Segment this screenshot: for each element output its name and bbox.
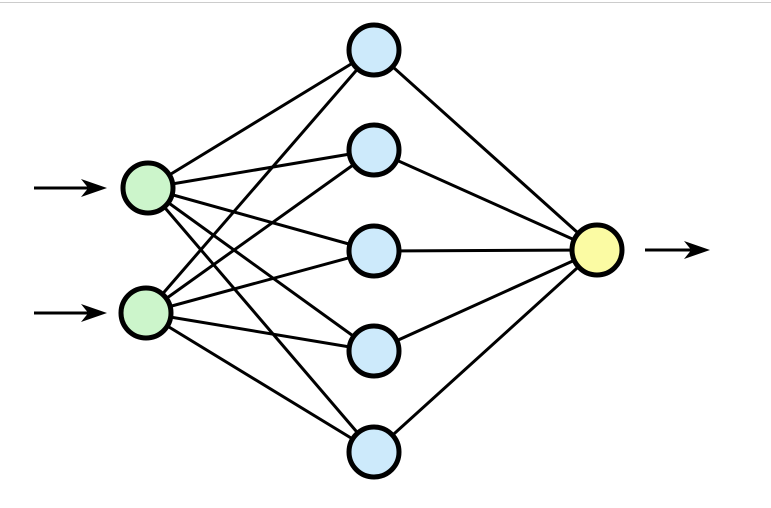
edge-hidden-2-to-output-1: [373, 148, 598, 252]
edge-input-2-to-hidden-4: [145, 311, 375, 353]
input-node-1: [120, 160, 176, 216]
output-arrow-head: [684, 241, 710, 259]
input-arrow-1-head: [81, 179, 107, 197]
input-arrow-2-head: [81, 304, 107, 322]
output-node-1: [569, 222, 625, 278]
edge-input-1-to-hidden-4: [147, 186, 375, 353]
edge-input-1-to-hidden-5: [146, 187, 376, 453]
hidden-node-1: [346, 22, 402, 78]
edge-hidden-5-to-output-1: [372, 248, 599, 454]
edge-input-2-to-hidden-2: [145, 148, 375, 315]
hidden-node-3: [346, 223, 402, 279]
edge-hidden-4-to-output-1: [373, 248, 598, 353]
edge-input-2-to-hidden-5: [145, 311, 375, 454]
edge-input-2-to-hidden-1: [144, 49, 376, 314]
hidden-node-2: [346, 122, 402, 178]
edge-input-2-to-hidden-3: [145, 249, 375, 315]
hidden-node-5: [346, 424, 402, 480]
hidden-node-4: [346, 323, 402, 379]
edge-input-1-to-hidden-3: [147, 186, 375, 253]
edge-hidden-1-to-output-1: [372, 48, 599, 252]
input-node-2: [118, 285, 174, 341]
edge-input-1-to-hidden-2: [147, 148, 375, 190]
edge-hidden-3-to-output-1: [373, 248, 598, 253]
edge-input-1-to-hidden-1: [147, 48, 375, 190]
window-top-border: [0, 2, 771, 3]
